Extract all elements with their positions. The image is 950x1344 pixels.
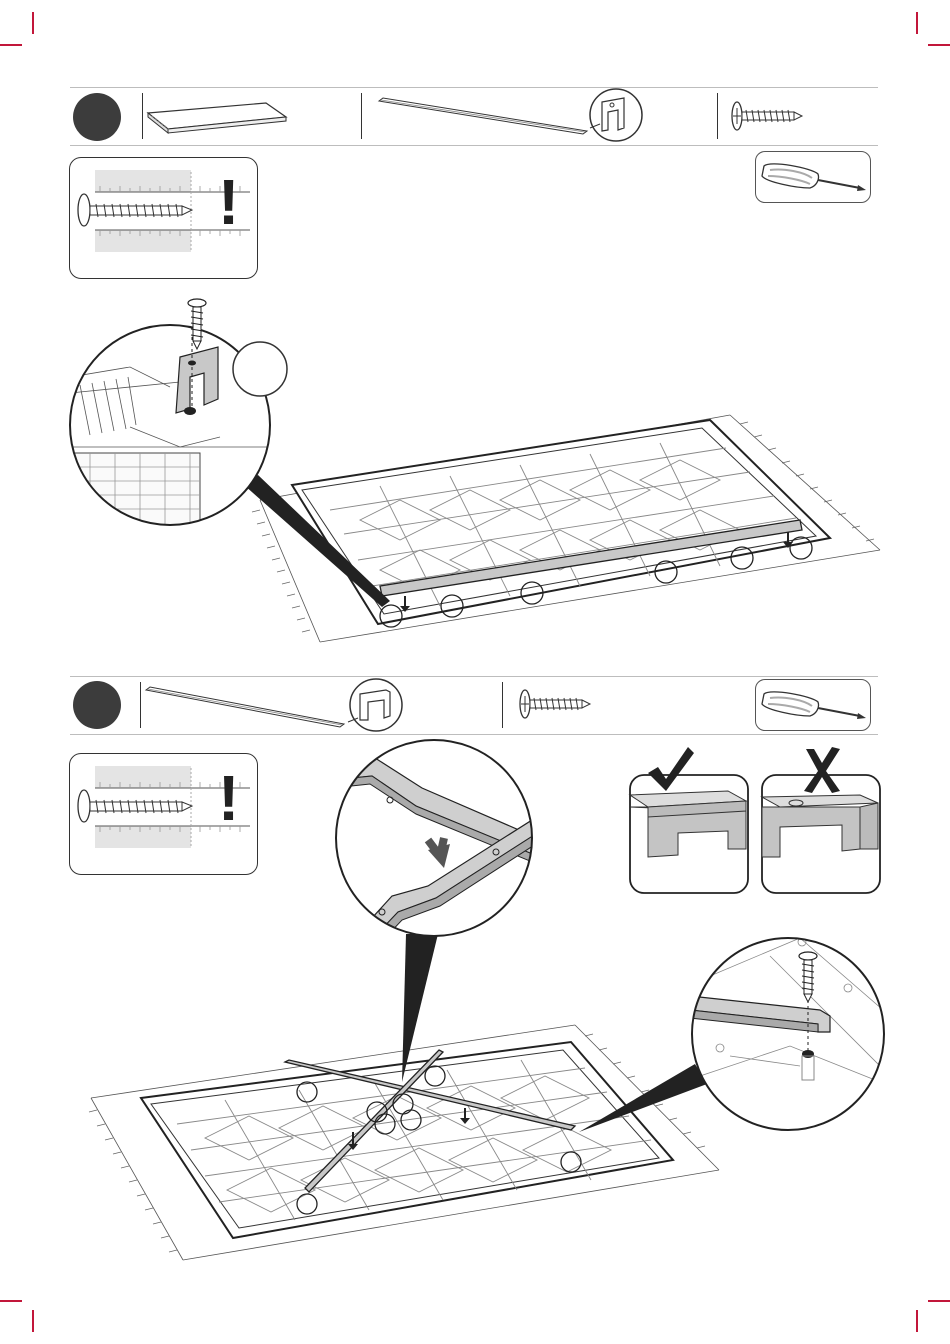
screw-depth-warning-box: !: [69, 157, 258, 279]
panel-icon: [140, 95, 300, 140]
bracket-screw-detail: [70, 297, 310, 527]
parts-strip-top-line: [70, 676, 878, 677]
crop-mark: [0, 44, 22, 46]
screwdriver-icon: [756, 152, 872, 204]
crop-mark: [916, 12, 918, 34]
empty-detail-circle: [230, 342, 290, 402]
crop-mark: [916, 1310, 918, 1332]
strip-divider: [140, 682, 141, 728]
parts-strip-top-line: [70, 87, 878, 88]
strip-divider: [717, 93, 718, 139]
strip-divider: [502, 682, 503, 728]
rail-profile-icon: [346, 678, 406, 734]
strip-divider: [361, 93, 362, 139]
crop-mark: [928, 1300, 950, 1302]
crop-mark: [32, 1310, 34, 1332]
warning-exclamation: !: [218, 766, 239, 830]
rail-profile-icon: [586, 88, 646, 144]
rail-icon: [144, 684, 364, 729]
crop-mark: [0, 1300, 22, 1302]
correct-orientation-box: [628, 745, 752, 895]
rail-icon: [375, 95, 595, 140]
detail-callout-pointer: [392, 930, 452, 1090]
screw-icon: [516, 688, 596, 722]
parts-strip-bottom-line: [70, 734, 878, 735]
parts-strip-bottom-line: [70, 145, 878, 146]
screwdriver-tool-box: [755, 679, 871, 731]
crop-mark: [32, 12, 34, 34]
rail-screw-detail: [690, 936, 890, 1136]
screwdriver-tool-box: [755, 151, 871, 203]
step-marker-2: [73, 681, 121, 729]
step-marker-1: [73, 93, 121, 141]
warning-exclamation: !: [218, 170, 239, 234]
screw-depth-warning-box: !: [69, 753, 258, 875]
crop-mark: [928, 44, 950, 46]
incorrect-orientation-box: [760, 745, 884, 895]
screwdriver-icon: [756, 680, 872, 732]
screw-icon: [728, 100, 808, 134]
rail-crossing-detail: [332, 740, 542, 940]
